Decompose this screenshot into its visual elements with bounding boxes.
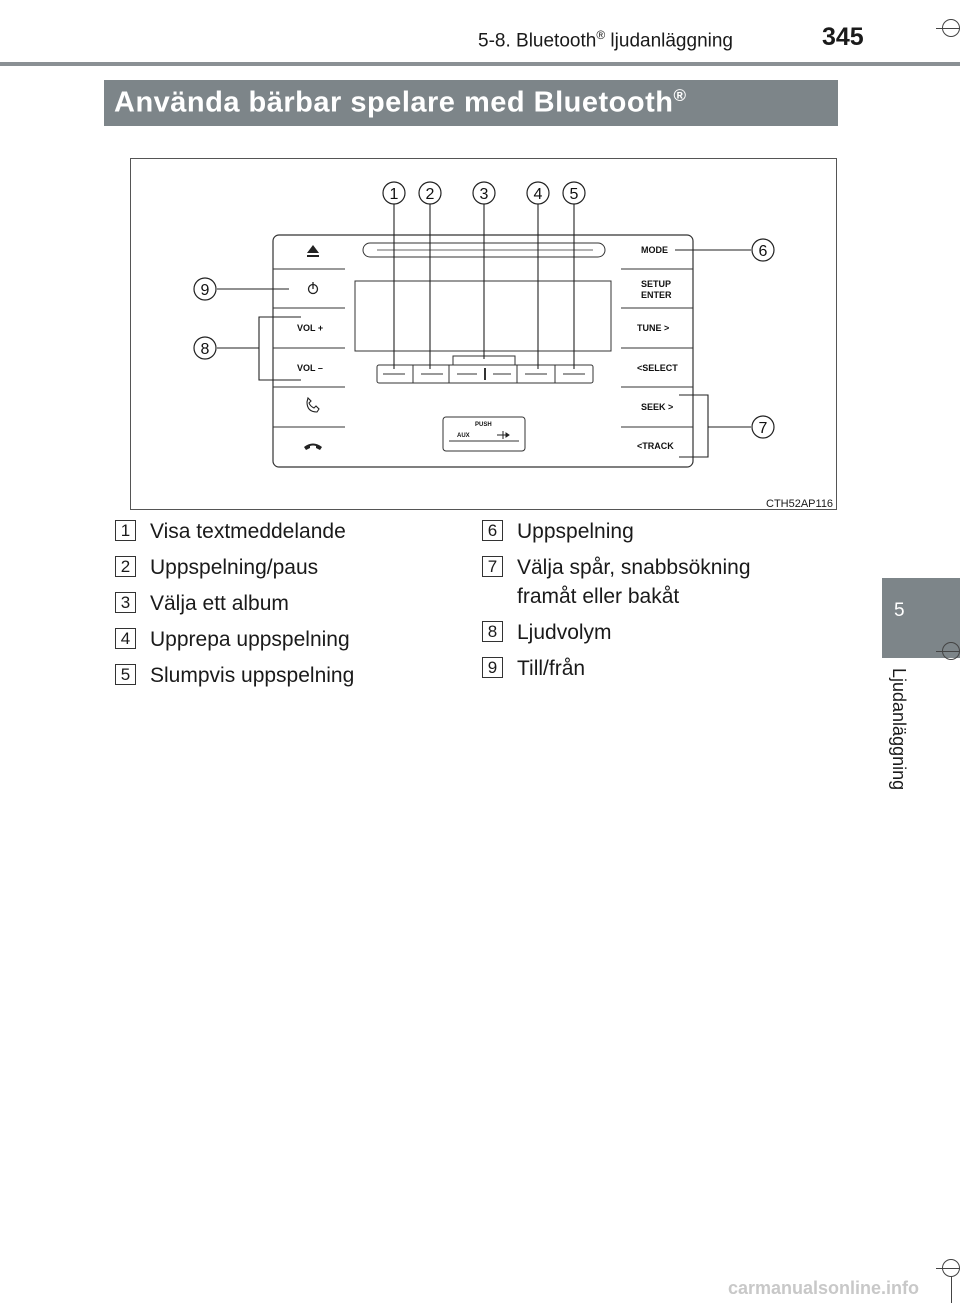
callout-1: 1 — [390, 186, 399, 203]
select-label: <SELECT — [637, 363, 678, 373]
legend-item: 9 Till/från — [482, 654, 807, 683]
tune-label: TUNE > — [637, 323, 669, 333]
phone-pickup-icon — [306, 396, 320, 413]
audio-unit-figure: 1 2 3 4 5 6 7 8 9 VOL + VOL – MODE SETUP… — [130, 158, 837, 510]
callout-circle-4 — [526, 181, 550, 205]
crop-mark — [942, 642, 960, 660]
callout-7: 7 — [759, 420, 768, 437]
eject-icon — [307, 245, 319, 253]
callout-4: 4 — [534, 186, 543, 203]
legend-item: 5 Slumpvis uppspelning — [115, 661, 440, 690]
callout-9: 9 — [201, 282, 210, 299]
callout-circle-7 — [751, 415, 775, 439]
vol-up-label: VOL + — [297, 323, 323, 333]
right-button-lines — [621, 268, 693, 428]
title-reg-mark: ® — [673, 86, 687, 105]
phone-hangup-icon — [304, 443, 322, 450]
usb-aux-port — [442, 416, 526, 452]
audio-unit-illustration: 1 2 3 4 5 6 7 8 9 VOL + VOL – MODE SETUP… — [193, 181, 775, 468]
legend-number: 6 — [482, 520, 503, 541]
legend-text: Uppspelning/paus — [150, 556, 319, 579]
callout-circle-3 — [472, 181, 496, 205]
left-button-lines — [273, 268, 345, 428]
callout-5: 5 — [570, 186, 579, 203]
legend-text: Ljudvolym — [517, 621, 612, 644]
legend-item: 2 Uppspelning/paus — [115, 553, 440, 582]
section-prefix: 5-8. Bluetooth — [478, 30, 597, 52]
crop-mark — [942, 1259, 960, 1277]
legend-item: 7 Välja spår, snabbsökning framåt eller b… — [482, 553, 807, 611]
callout-8: 8 — [201, 341, 210, 358]
header-rule — [0, 62, 960, 66]
callout-6: 6 — [759, 243, 768, 260]
chapter-label: Ljudanläggning — [889, 668, 909, 791]
usb-aux-label: AUX — [457, 433, 470, 439]
legend-number: 8 — [482, 621, 503, 642]
legend-number: 5 — [115, 664, 136, 685]
callout-lines — [217, 204, 751, 458]
legend-text: Välja ett album — [150, 592, 289, 615]
legend-item: 6 Uppspelning — [482, 517, 807, 546]
legend-item: 8 Ljudvolym — [482, 618, 807, 647]
preset-buttons — [376, 355, 594, 384]
legend-number: 9 — [482, 657, 503, 678]
callout-circle-9 — [193, 277, 217, 301]
legend-number: 3 — [115, 592, 136, 613]
legend-number: 4 — [115, 628, 136, 649]
callout-2: 2 — [426, 186, 435, 203]
callout-circle-5 — [562, 181, 586, 205]
section-header: 5-8. Bluetooth® ljudanläggning — [478, 28, 733, 52]
callout-circle-6 — [751, 238, 775, 262]
legend-number: 1 — [115, 520, 136, 541]
enter-label: ENTER — [641, 290, 672, 300]
usb-push-label: PUSH — [475, 422, 492, 428]
callout-circle-2 — [418, 181, 442, 205]
vol-down-label: VOL – — [297, 363, 323, 373]
legend-item: 3 Välja ett album — [115, 589, 440, 618]
legend-item: 1 Visa textmeddelande — [115, 517, 440, 546]
crop-mark — [951, 1276, 952, 1303]
track-label: <TRACK — [637, 441, 674, 451]
section-title: Använda bärbar spelare med Bluetooth® — [104, 80, 838, 126]
callout-circle-8 — [193, 336, 217, 360]
legend-text: Visa textmeddelande — [150, 520, 346, 543]
callout-3: 3 — [480, 186, 489, 203]
legend-text: Till/från — [517, 657, 586, 680]
usb-icon — [497, 431, 510, 439]
figure-code: CTH52AP116 — [766, 498, 834, 510]
chapter-number: 5 — [894, 600, 905, 621]
display-screen — [354, 280, 612, 352]
setup-label: SETUP — [641, 279, 671, 289]
legend-text: Uppspelning — [517, 520, 634, 543]
callout-circle-1 — [382, 181, 406, 205]
legend-number: 2 — [115, 556, 136, 577]
legend-text: Upprepa uppspelning — [150, 628, 350, 651]
page-number: 345 — [822, 23, 864, 51]
title-text: Använda bärbar spelare med Bluetooth — [114, 86, 674, 119]
legend-item: 4 Upprepa uppspelning — [115, 625, 440, 654]
section-reg-mark: ® — [596, 28, 606, 42]
watermark: carmanualsonline.info — [728, 1278, 920, 1298]
legend-text: Slumpvis uppspelning — [150, 664, 355, 687]
section-suffix: ljudanläggning — [605, 30, 733, 52]
legend-number: 7 — [482, 556, 503, 577]
legend-text: Välja spår, snabbsökning framåt eller ba… — [517, 556, 751, 608]
mode-label: MODE — [641, 245, 668, 255]
crop-mark — [942, 19, 960, 37]
seek-label: SEEK > — [641, 402, 673, 412]
